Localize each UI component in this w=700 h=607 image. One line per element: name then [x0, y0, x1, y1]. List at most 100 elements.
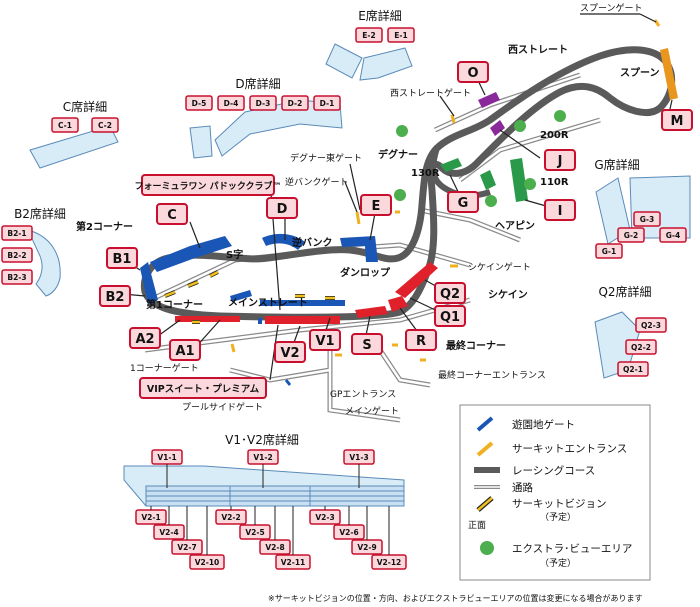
chicane-label: シケイン [488, 289, 528, 301]
v-leaders [150, 464, 390, 555]
block-v2-8: V2-8 [265, 543, 284, 552]
block-c1: C-1 [58, 121, 72, 130]
section-b2-heading: B2席詳細 [14, 206, 66, 221]
block-b2-3: B2-3 [7, 273, 26, 282]
stand-o-label: O [467, 66, 478, 81]
section-g-heading: G席詳細 [594, 157, 639, 172]
extra-view-areas [394, 110, 566, 207]
block-g4: G-4 [666, 231, 681, 240]
legend-racing-course: レーシングコース [512, 464, 595, 477]
spoon-label: スプーン [620, 66, 660, 79]
v-block-lines [146, 486, 404, 506]
main-gate-label: メインゲート [345, 405, 399, 417]
footnote: ※サーキットビジョンの位置・方向、およびエクストラビューエリアの位置は変更になる… [268, 593, 642, 603]
section-e-heading: E席詳細 [358, 8, 402, 23]
200r-label: 200R [540, 130, 569, 141]
stand-a2-label: A2 [135, 332, 154, 347]
degner-east-gate-label: デグナー東ゲート [290, 152, 362, 164]
block-d3: D-3 [256, 99, 271, 108]
block-d1: D-1 [320, 99, 335, 108]
legend-amusement-gate: 遊園地ゲート [512, 418, 575, 431]
stand-a1-label: A1 [175, 344, 194, 359]
block-v2-1: V2-1 [141, 513, 160, 522]
seat-stands [140, 48, 678, 324]
block-g1: G-1 [602, 247, 617, 256]
paddock-club-label: フォーミュラワン パドッククラブ™ [134, 180, 281, 192]
main-straight-label: メインストレート [228, 297, 308, 309]
block-v2-4: V2-4 [159, 528, 178, 537]
block-v1-1: V1-1 [157, 453, 176, 462]
extra-view-area-icon [480, 541, 494, 555]
section-c-heading: C席詳細 [63, 99, 107, 114]
stand-labels [99, 61, 693, 399]
block-b2-2: B2-2 [7, 251, 26, 260]
block-e2: E-2 [362, 31, 375, 40]
final-corner-label: 最終コーナー [446, 339, 506, 352]
block-v2-10: V2-10 [195, 558, 220, 567]
circuit-entrance-icon [476, 441, 494, 457]
dunlop-label: ダンロップ [340, 266, 391, 279]
stand-v2-label: V2 [280, 346, 299, 361]
section-q2-heading: Q2席詳細 [598, 284, 651, 299]
legend-extra-view: エクストラ･ビューエリア [512, 543, 632, 555]
block-e1: E-1 [394, 31, 407, 40]
stand-r-label: R [416, 334, 426, 349]
section-v-heading: V1･V2席詳細 [225, 432, 299, 447]
gyaku-bank-label: 逆バンク [292, 236, 333, 249]
block-labels [1, 27, 687, 570]
stand-q1-label: Q1 [440, 310, 460, 325]
amusement-gates [284, 379, 292, 386]
block-v2-5: V2-5 [245, 528, 264, 537]
stand-b2-label: B2 [106, 290, 125, 305]
legend-circuit-entrance: サーキットエントランス [512, 443, 627, 455]
block-v1-3: V1-3 [349, 453, 368, 462]
nishi-straight-label: 西ストレート [508, 44, 568, 56]
110r-label: 110R [540, 177, 569, 188]
block-d2: D-2 [288, 99, 303, 108]
amusement-gate-icon [476, 416, 494, 432]
s-curve-label: S字 [226, 248, 243, 261]
block-d4: D-4 [224, 99, 239, 108]
block-q2-3: Q2-3 [641, 321, 661, 330]
block-d5: D-5 [192, 99, 207, 108]
legend-circuit-vision: サーキットビジョン [512, 498, 607, 510]
degner-label: デグナー [378, 148, 418, 161]
corner2-label: 第2コーナー [76, 220, 133, 233]
stand-v1-label: V1 [315, 334, 334, 349]
legend [459, 404, 651, 581]
nishi-straight-gate-label: 西ストレートゲート [390, 87, 471, 99]
stand-g-label: G [458, 196, 469, 211]
section-d-heading: D席詳細 [235, 76, 280, 91]
circuit-entrance-gates [230, 19, 661, 362]
block-v2-2: V2-2 [221, 513, 240, 522]
stand-q2-label: Q2 [440, 287, 460, 302]
block-v2-6: V2-6 [339, 528, 358, 537]
vip-suite-label: VIPスイート・プレミアム [147, 383, 260, 395]
block-v2-7: V2-7 [177, 543, 196, 552]
stand-b1-label: B1 [113, 252, 132, 267]
block-v2-12: V2-12 [377, 558, 402, 567]
chicane-gate-label: シケインゲート [468, 261, 531, 273]
stand-m-label: M [671, 114, 684, 129]
block-g2: G-2 [624, 231, 639, 240]
block-v1-2: V1-2 [253, 453, 272, 462]
legend-front: 正面 [468, 520, 486, 531]
gyaku-bank-gate-label: 逆バンクゲート [285, 176, 348, 188]
stand-j-label: J [557, 154, 563, 169]
stand-i-label: I [558, 204, 563, 219]
block-c2: C-2 [98, 121, 112, 130]
corner1-label: 第1コーナー [146, 298, 203, 311]
block-b2-1: B2-1 [7, 229, 26, 238]
pool-side-gate-label: プールサイドゲート [182, 401, 263, 413]
stand-e-label: E [372, 199, 381, 214]
block-v2-3: V2-3 [315, 513, 334, 522]
block-q2-2: Q2-2 [631, 343, 651, 352]
final-corner-entrance-label: 最終コーナーエントランス [438, 369, 546, 381]
legend-circuit-vision-note: （予定） [540, 511, 576, 523]
block-g3: G-3 [640, 215, 655, 224]
stand-c-label: C [167, 208, 177, 223]
spoon-gate-label: スプーンゲート [580, 2, 643, 14]
hairpin-label: ヘアピン [495, 220, 535, 232]
legend-path: 通路 [512, 481, 533, 494]
